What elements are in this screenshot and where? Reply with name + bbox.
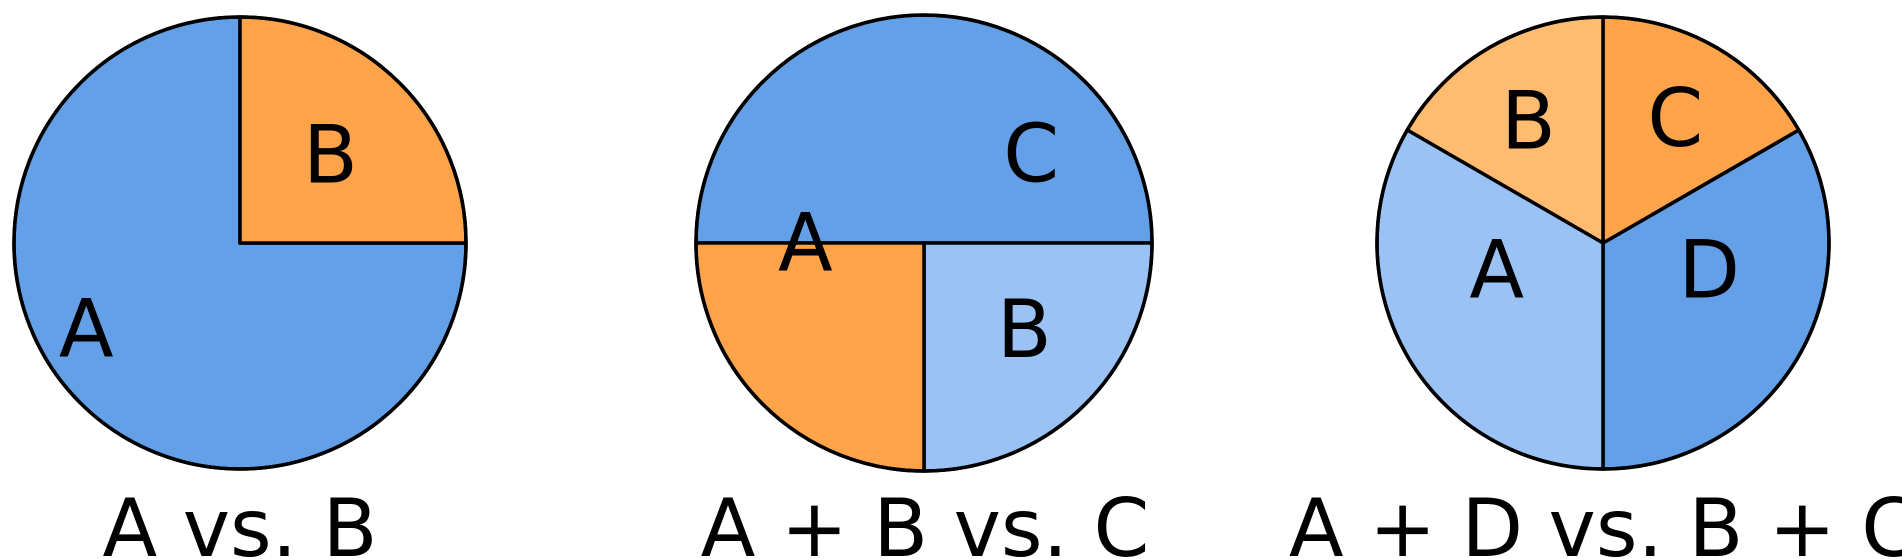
pie-ab-vs-c: A BC xyxy=(694,13,1154,473)
slice-label-b: B xyxy=(1501,75,1556,168)
pie-outline xyxy=(12,15,468,471)
caption-ab-vs-c: A + B vs. C xyxy=(701,482,1150,559)
slice-label-a: A xyxy=(778,197,833,290)
slice-label-d: D xyxy=(1678,224,1740,317)
slice-label-b: B xyxy=(303,108,358,201)
slice-label-c: C xyxy=(1003,108,1059,201)
slice-label-a: A xyxy=(1469,224,1524,317)
slice-a xyxy=(694,13,1154,245)
caption-ad-vs-bc: A + D vs. B + C xyxy=(1289,482,1902,559)
slice-label-a: A xyxy=(59,282,114,375)
slice-label-b: B xyxy=(997,283,1052,376)
caption-a-vs-b: A vs. B xyxy=(103,482,378,559)
pie-a-vs-b: AB xyxy=(12,15,468,471)
slice-label-c: C xyxy=(1647,72,1703,165)
pie-outline xyxy=(1375,15,1831,471)
pie-outline xyxy=(694,13,1154,473)
